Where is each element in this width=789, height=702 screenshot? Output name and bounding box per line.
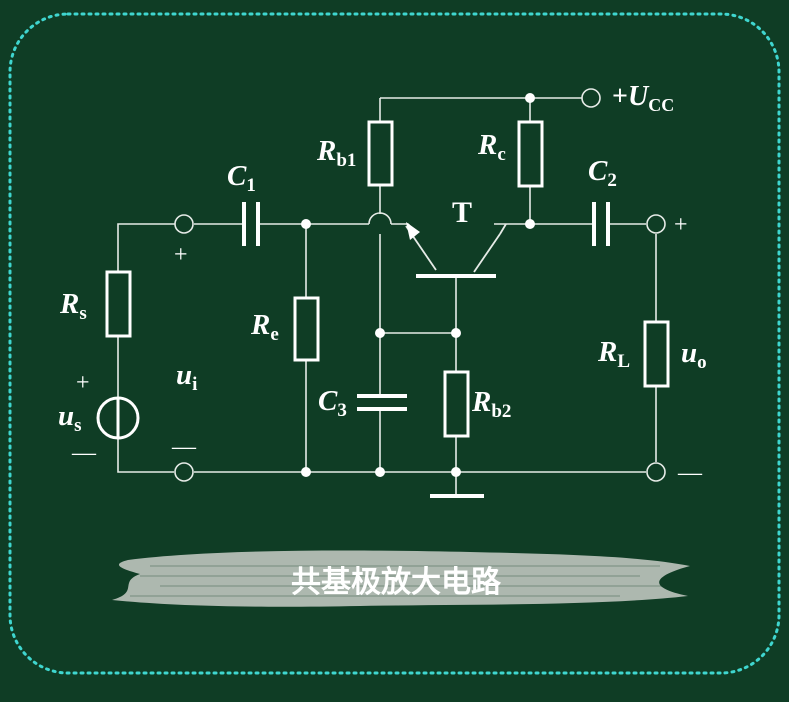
terminal-input-top (174, 214, 194, 234)
wire-crossover-arc (368, 212, 392, 225)
source-plus: + (76, 370, 90, 396)
capacitor-c1 (242, 202, 260, 246)
capacitor-c3 (357, 394, 407, 411)
junction-dots (301, 93, 535, 477)
label-rb1: Rb1 (316, 135, 356, 171)
label-rc: Rc (477, 129, 506, 165)
label-rb2: Rb2 (471, 386, 511, 422)
resistor-rc (517, 120, 544, 188)
caption-brush-stroke (112, 550, 690, 607)
input-plus: + (174, 242, 188, 268)
component-labels: +UCC C1 C2 C3 Rb1 Rc Rs Re Rb2 RL T (58, 81, 707, 436)
terminal-vcc (581, 88, 601, 108)
resistor-re (293, 296, 320, 362)
label-re: Re (250, 309, 279, 345)
label-rs: Rs (59, 288, 87, 324)
label-c3: C3 (318, 385, 347, 421)
resistor-rs (105, 270, 132, 338)
label-uo: uo (681, 337, 707, 373)
source-minus: — (71, 440, 97, 466)
terminals (174, 88, 666, 482)
label-rl: RL (597, 336, 630, 372)
terminal-output-top (646, 214, 666, 234)
label-c1: C1 (227, 160, 256, 196)
voltage-source-us (96, 396, 140, 440)
diagram-title: 共基极放大电路 (291, 565, 502, 600)
resistor-rl (643, 320, 670, 388)
polarity-signs: + — + — + — (71, 212, 703, 486)
dotted-frame (8, 12, 781, 675)
transistor-t (405, 222, 507, 278)
resistor-rb2 (443, 370, 470, 438)
label-transistor: T (452, 196, 472, 229)
label-c2: C2 (588, 155, 617, 191)
terminal-output-bottom (646, 462, 666, 482)
label-ui: ui (176, 359, 197, 395)
label-vcc: +UCC (612, 81, 674, 115)
label-us: us (58, 400, 82, 436)
wires (117, 97, 657, 495)
emitter-arrow-icon (406, 222, 420, 240)
resistors (105, 120, 670, 438)
terminal-input-bottom (174, 462, 194, 482)
capacitors (242, 202, 610, 411)
output-minus: — (677, 460, 703, 486)
output-plus: + (674, 212, 688, 238)
capacitor-c2 (592, 202, 610, 246)
input-minus: — (171, 434, 197, 460)
resistor-rb1 (367, 120, 394, 187)
